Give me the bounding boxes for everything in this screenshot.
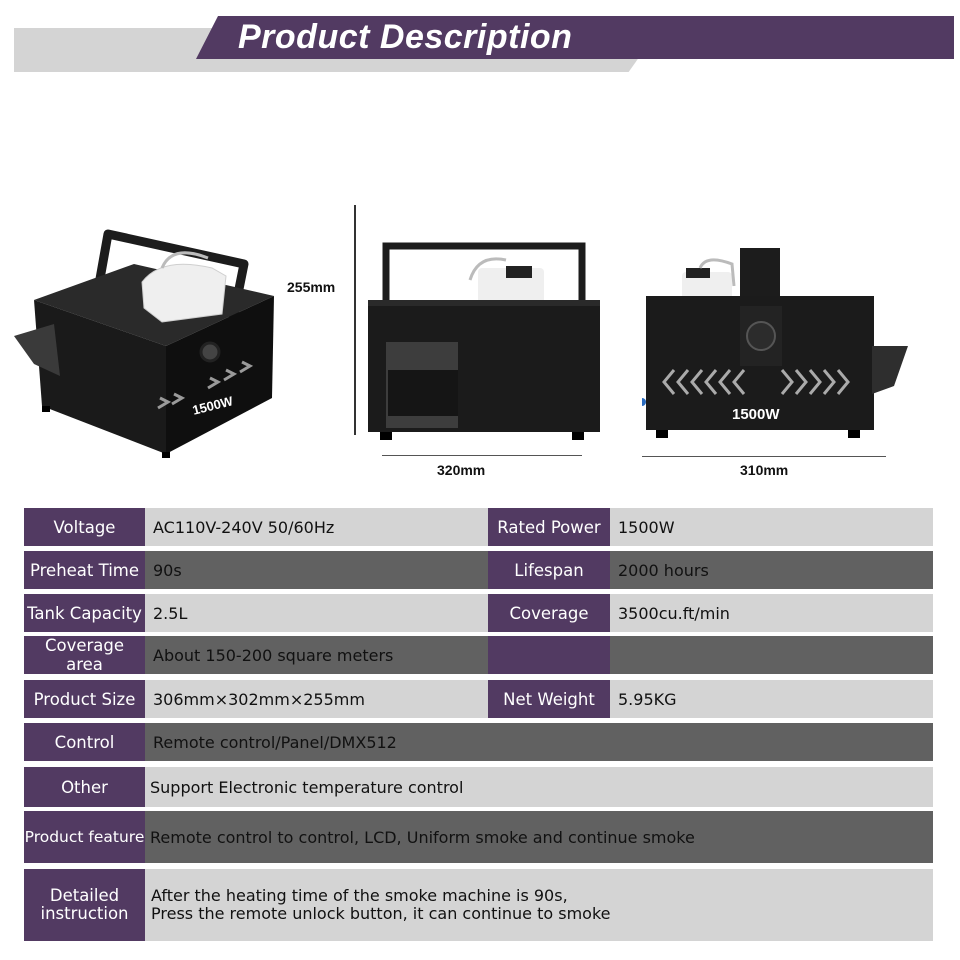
rated-power-value: 1500W [610, 508, 933, 546]
tank-capacity-value: 2.5L [145, 594, 511, 632]
spec-row-preheat: Preheat Time 90s Lifespan 2000 hours [24, 551, 933, 589]
coverage-area-value: About 150-200 square meters [145, 636, 511, 674]
preheat-time-value: 90s [145, 551, 511, 589]
other-label: Other [24, 767, 145, 807]
preheat-time-label: Preheat Time [24, 551, 145, 589]
lifespan-label: Lifespan [488, 551, 610, 589]
product-feature-label: Product feature [24, 811, 145, 863]
spec-row-control: Control Remote control/Panel/DMX512 [24, 723, 933, 761]
detailed-instruction-value: After the heating time of the smoke mach… [145, 869, 933, 941]
length-dimension-label: 320mm [437, 462, 486, 478]
voltage-value: AC110V-240V 50/60Hz [145, 508, 511, 546]
spec-row-other: Other Support Electronic temperature con… [24, 767, 933, 807]
product-size-value: 306mm×302mm×255mm [145, 680, 511, 718]
control-label: Control [24, 723, 145, 761]
spec-row-instruction: Detailed instruction After the heating t… [24, 869, 933, 941]
lifespan-value: 2000 hours [610, 551, 933, 589]
height-dimension-line [354, 205, 356, 435]
width-dimension-line [642, 456, 886, 457]
product-size-label: Product Size [24, 680, 145, 718]
instruction-value-line2: Press the remote unlock button, it can c… [151, 904, 611, 923]
product-badge-side: 1500W [732, 406, 780, 423]
empty-label-cell [488, 636, 610, 674]
spec-row-feature: Product feature Remote control to contro… [24, 811, 933, 863]
product-photo-side [642, 248, 908, 438]
empty-value-cell [610, 636, 933, 674]
product-photo-front [368, 242, 600, 440]
net-weight-label: Net Weight [488, 680, 610, 718]
spec-row-size: Product Size 306mm×302mm×255mm Net Weigh… [24, 680, 933, 718]
coverage-area-label: Coverage area [24, 636, 145, 674]
other-value: Support Electronic temperature control [145, 767, 933, 807]
coverage-value: 3500cu.ft/min [610, 594, 933, 632]
control-value: Remote control/Panel/DMX512 [145, 723, 933, 761]
spec-row-coverage-area: Coverage area About 150-200 square meter… [24, 636, 933, 674]
spec-row-voltage: Voltage AC110V-240V 50/60Hz Rated Power … [24, 508, 933, 546]
instruction-label-line1: Detailed [49, 886, 120, 905]
instruction-label-line2: instruction [40, 904, 129, 923]
tank-capacity-label: Tank Capacity [24, 594, 145, 632]
length-dimension-line [382, 455, 582, 456]
width-dimension-label: 310mm [740, 462, 789, 478]
spec-row-tank: Tank Capacity 2.5L Coverage 3500cu.ft/mi… [24, 594, 933, 632]
voltage-label: Voltage [24, 508, 145, 546]
header-banner [196, 16, 954, 59]
instruction-value-line1: After the heating time of the smoke mach… [151, 886, 568, 905]
coverage-label: Coverage [488, 594, 610, 632]
net-weight-value: 5.95KG [610, 680, 933, 718]
rated-power-label: Rated Power [488, 508, 610, 546]
product-feature-value: Remote control to control, LCD, Uniform … [145, 811, 933, 863]
height-dimension-label: 255mm [287, 279, 336, 295]
detailed-instruction-label: Detailed instruction [24, 869, 145, 941]
product-photo-angle [14, 229, 274, 458]
page-title: Product Description [238, 18, 573, 56]
